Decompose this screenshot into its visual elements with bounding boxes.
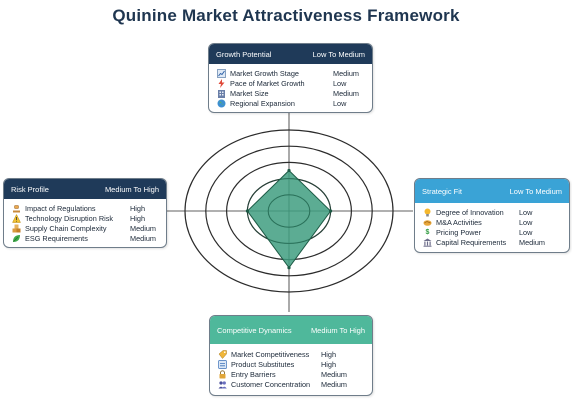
growth-potential-rating: Low To Medium bbox=[312, 49, 365, 59]
leaf-icon bbox=[12, 234, 21, 243]
boxes-icon bbox=[12, 224, 21, 233]
lightning-icon bbox=[217, 78, 226, 88]
handshake-icon bbox=[423, 218, 432, 227]
competitive-dynamics-card: Competitive Dynamics Medium To High Mark… bbox=[209, 315, 373, 396]
list-item: Market Growth Stage Medium bbox=[217, 68, 365, 78]
strategic-fit-header: Strategic Fit Low To Medium bbox=[415, 179, 569, 203]
list-item: Degree of Innovation Low bbox=[423, 207, 562, 217]
competitive-dynamics-rating: Medium To High bbox=[310, 325, 365, 335]
list-item: Customer Concentration Medium bbox=[218, 379, 365, 389]
lightbulb-icon bbox=[423, 208, 432, 217]
list-item: Regional Expansion Low bbox=[217, 98, 365, 108]
list-item: $ Pricing Power Low bbox=[423, 227, 562, 237]
growth-potential-header: Growth Potential Low To Medium bbox=[209, 44, 372, 64]
growth-potential-title: Growth Potential bbox=[216, 49, 272, 59]
bank-icon bbox=[423, 238, 432, 247]
list-item: Technology Disruption Risk High bbox=[12, 213, 159, 223]
strategic-fit-card: Strategic Fit Low To Medium Degree of In… bbox=[414, 178, 570, 253]
list-item: Capital Requirements Medium bbox=[423, 237, 562, 247]
radar-point-4 bbox=[245, 209, 249, 213]
list-item: Product Substitutes High bbox=[218, 359, 365, 369]
risk-profile-card: Risk Profile Medium To High Impact of Re… bbox=[3, 178, 167, 248]
risk-profile-rating: Medium To High bbox=[104, 184, 159, 194]
radar-point-2 bbox=[329, 209, 333, 213]
list-item: Market Size Medium bbox=[217, 88, 365, 98]
list-item: M&A Activities Low bbox=[423, 217, 562, 227]
strategic-fit-title: Strategic Fit bbox=[422, 186, 463, 196]
chart-trend-icon bbox=[217, 68, 226, 78]
risk-profile-header: Risk Profile Medium To High bbox=[4, 179, 166, 199]
list-item: Market Competitiveness High bbox=[218, 349, 365, 359]
list-item: ESG Requirements Medium bbox=[12, 233, 159, 243]
risk-profile-title: Risk Profile bbox=[11, 184, 49, 194]
strategic-fit-rating: Low To Medium bbox=[509, 186, 562, 196]
growth-potential-card: Growth Potential Low To Medium Market Gr… bbox=[208, 43, 373, 113]
users-icon bbox=[218, 380, 227, 389]
radar-point-3 bbox=[287, 266, 291, 270]
tag-icon bbox=[218, 349, 227, 359]
warning-icon bbox=[12, 213, 21, 223]
radar-ring-4 bbox=[205, 145, 373, 277]
dollar-icon: $ bbox=[425, 228, 430, 236]
radar-data-area bbox=[246, 169, 332, 269]
lock-icon bbox=[218, 369, 227, 379]
radar-point-1 bbox=[287, 168, 291, 173]
building-icon bbox=[217, 89, 226, 98]
radar-ring-5 bbox=[184, 129, 394, 293]
list-item: Supply Chain Complexity Medium bbox=[12, 223, 159, 233]
list-item: Entry Barriers Medium bbox=[218, 369, 365, 379]
page-title: Quinine Market Attractiveness Framework bbox=[112, 6, 460, 25]
globe-icon bbox=[217, 99, 226, 108]
radar-inner-ring-overlay-1 bbox=[267, 194, 311, 228]
list-item: Pace of Market Growth Low bbox=[217, 78, 365, 88]
list-item: Impact of Regulations High bbox=[12, 203, 159, 213]
swap-icon bbox=[218, 359, 227, 369]
competitive-dynamics-title: Competitive Dynamics bbox=[217, 325, 292, 335]
competitive-dynamics-header: Competitive Dynamics Medium To High bbox=[210, 316, 372, 344]
gavel-icon bbox=[12, 204, 21, 213]
